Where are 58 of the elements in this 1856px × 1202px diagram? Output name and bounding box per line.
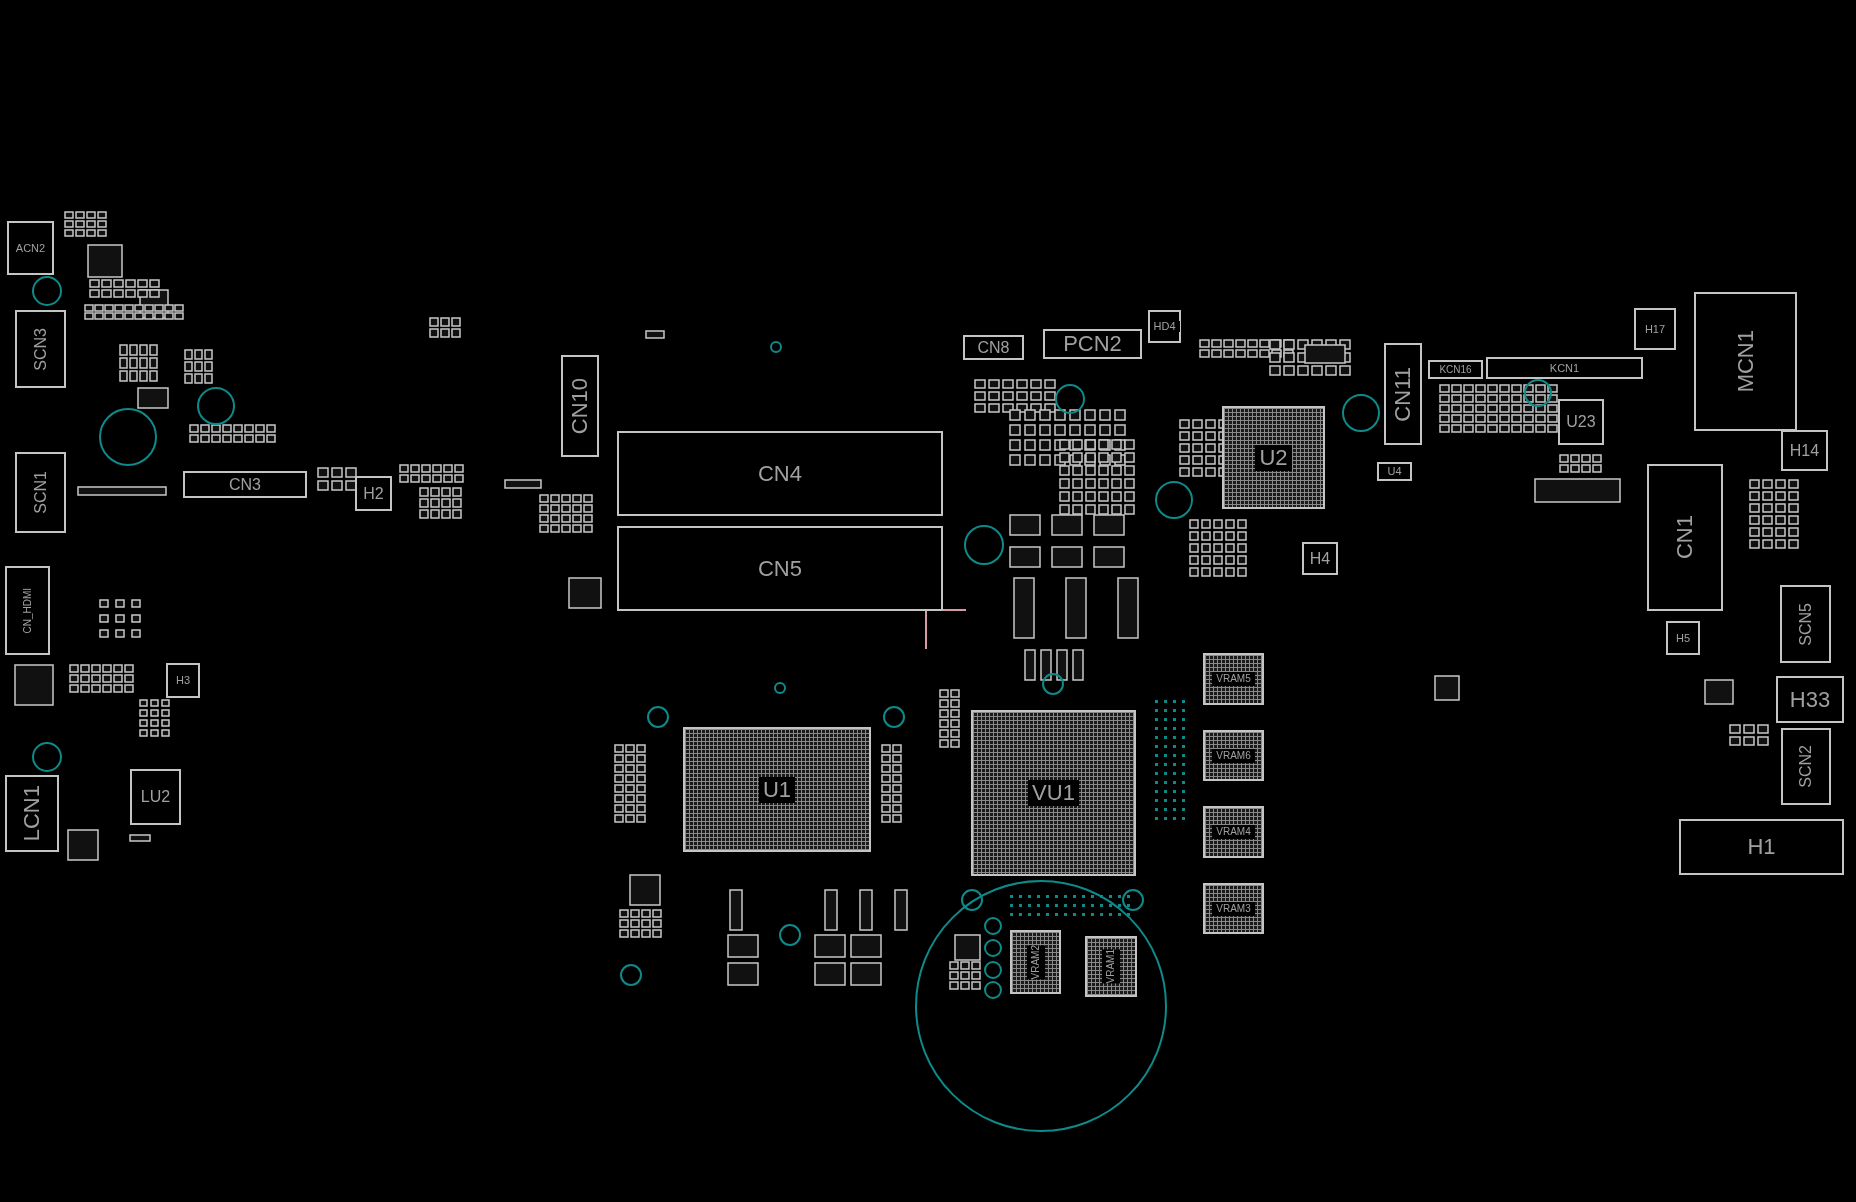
- component-outline: [355, 476, 392, 511]
- component-outline: [1428, 360, 1483, 379]
- component-outline: [1384, 343, 1422, 445]
- component-outline: [963, 335, 1024, 360]
- reference-designator: LCN1: [21, 785, 43, 842]
- bga-chip-outline: [1203, 883, 1264, 934]
- bga-chip-outline: [1222, 406, 1325, 509]
- reference-designator: VRAM1: [1102, 949, 1120, 984]
- reference-designator: U2: [1255, 444, 1292, 471]
- reference-designator: MCN1: [1734, 330, 1757, 393]
- reference-designator: VRAM2: [1026, 944, 1045, 980]
- reference-designator: SCN3: [32, 327, 49, 371]
- component-outline: [1679, 819, 1844, 875]
- component-outline: [1302, 542, 1338, 575]
- component-outline: [1148, 310, 1181, 343]
- component-outline: [1776, 676, 1844, 723]
- reference-designator: VRAM6: [1212, 748, 1255, 763]
- reference-designator: SCN2: [1798, 745, 1814, 788]
- reference-designator: CN_HDMI: [22, 587, 33, 634]
- bga-chip-outline: [1010, 930, 1061, 994]
- bga-chip-outline: [1203, 806, 1264, 858]
- component-outline: [1694, 292, 1797, 431]
- component-outline: [183, 471, 307, 498]
- component-outline: [1780, 585, 1831, 663]
- reference-designator: VRAM4: [1212, 825, 1255, 839]
- component-outline: [617, 526, 943, 611]
- bga-chip-outline: [971, 710, 1136, 876]
- reference-designator: SCN1: [32, 471, 49, 514]
- reference-designator: U1: [758, 776, 796, 803]
- reference-designator: CN10: [569, 377, 591, 435]
- reference-designator: SCN5: [1797, 602, 1814, 646]
- component-outline: [5, 566, 50, 655]
- component-outline: [1781, 430, 1828, 471]
- component-outline: [15, 452, 66, 533]
- component-outline: [15, 310, 66, 388]
- component-outline: [1558, 399, 1604, 445]
- component-outline: [166, 663, 200, 698]
- reference-designator: VRAM5: [1212, 672, 1255, 686]
- component-outline: [1634, 308, 1676, 350]
- component-outline: [1486, 357, 1643, 379]
- component-outline: [1043, 329, 1142, 359]
- component-outline: [561, 355, 599, 457]
- component-outline: [130, 769, 181, 825]
- component-outline: [7, 221, 54, 275]
- bga-chip-outline: [1085, 936, 1137, 997]
- reference-designator: VRAM3: [1212, 901, 1255, 916]
- bga-chip-outline: [1203, 730, 1264, 781]
- component-outline: [5, 775, 59, 852]
- component-outline: [617, 431, 943, 516]
- bga-chip-outline: [683, 727, 871, 852]
- reference-designator: CN11: [1392, 366, 1414, 422]
- component-outline: [1666, 621, 1700, 655]
- component-outline: [1377, 462, 1412, 481]
- bga-chip-outline: [1203, 653, 1264, 705]
- reference-designator: VU1: [1028, 780, 1079, 806]
- reference-designator: CN1: [1674, 515, 1696, 560]
- component-outline: [1781, 728, 1831, 805]
- component-outline: [1647, 464, 1723, 611]
